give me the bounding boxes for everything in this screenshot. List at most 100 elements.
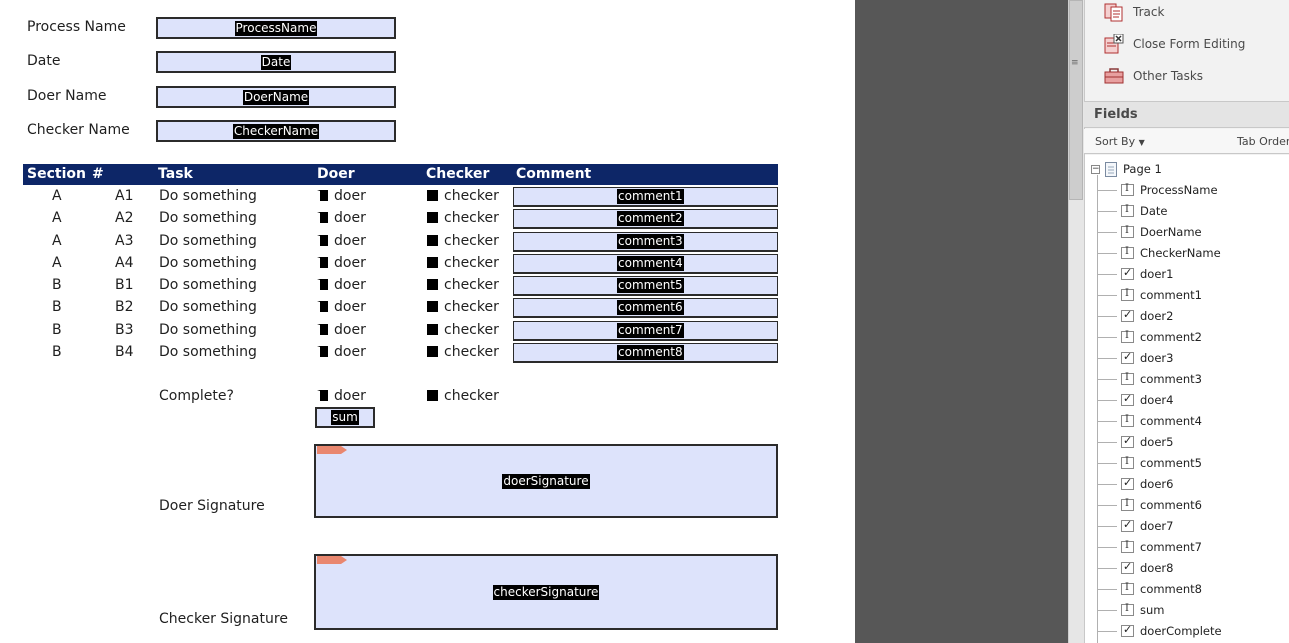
checker-complete-checkbox[interactable]: checker [427,388,499,404]
fields-toolbar [1084,129,1289,154]
comment-field[interactable]: comment7 [513,321,778,341]
checkbox-icon [427,190,438,201]
checker-checkbox[interactable]: checker [427,299,499,315]
process-name-field[interactable]: ProcessName [156,17,396,39]
scrollbar-thumb[interactable] [1069,0,1083,200]
tree-node-field[interactable]: DoerName [1121,223,1202,241]
close-form-editing-task[interactable]: Close Form Editing [1104,33,1245,55]
tree-node-field[interactable]: sum [1121,601,1164,619]
other-tasks-label: Other Tasks [1133,69,1204,83]
table-header: Section # Task Doer Checker Comment [23,164,778,185]
tree-node-field[interactable]: doer8 [1121,559,1173,577]
tree-node-label: doer4 [1140,393,1174,407]
comment-field[interactable]: comment5 [513,276,778,296]
sum-field[interactable]: sum [315,407,375,428]
tree-node-field[interactable]: doer2 [1121,307,1173,325]
tree-node-field[interactable]: doer3 [1121,349,1173,367]
text-field-icon [1121,246,1134,259]
doer-checkbox[interactable]: doer [317,322,366,338]
date-field[interactable]: Date [156,51,396,73]
comment-field[interactable]: comment2 [513,209,778,229]
tree-node-field[interactable]: doer1 [1121,265,1173,283]
tree-connector [1097,337,1117,338]
comment-field[interactable]: comment1 [513,187,778,207]
checkbox-icon [317,346,328,357]
doer-checkbox[interactable]: doer [317,255,366,271]
collapse-icon[interactable]: − [1091,163,1100,174]
sum-field-name: sum [331,410,359,425]
comment-field[interactable]: comment8 [513,343,778,363]
tree-node-page[interactable]: − Page 1 [1091,160,1162,178]
doer-checkbox[interactable]: doer [317,299,366,315]
comment-field[interactable]: comment4 [513,254,778,274]
tree-node-field[interactable]: comment2 [1121,328,1202,346]
doer-complete-checkbox[interactable]: doer [317,388,366,404]
tree-node-field[interactable]: doer4 [1121,391,1173,409]
tree-connector [1097,589,1117,590]
text-field-icon [1121,288,1134,301]
checker-checkbox[interactable]: checker [427,188,499,204]
checkbox-icon [427,346,438,357]
checker-checkbox[interactable]: checker [427,277,499,293]
doer-checkbox[interactable]: doer [317,233,366,249]
tree-node-label: doer7 [1140,519,1174,533]
checker-checkbox[interactable]: checker [427,233,499,249]
tree-node-field[interactable]: comment8 [1121,580,1202,598]
sort-by-dropdown[interactable]: Sort By ▼ [1095,135,1145,148]
checkbox-icon [317,279,328,290]
tree-node-label: doer3 [1140,351,1174,365]
tree-node-label: doer6 [1140,477,1174,491]
tree-node-field[interactable]: doer6 [1121,475,1173,493]
row-number: B3 [115,322,134,338]
tree-node-field[interactable]: CheckerName [1121,244,1221,262]
date-field-name: Date [260,54,292,70]
doer-checkbox[interactable]: doer [317,277,366,293]
tree-node-field[interactable]: doer7 [1121,517,1173,535]
close-form-editing-label: Close Form Editing [1133,37,1246,51]
tab-order-button[interactable]: Tab Order [1237,135,1289,148]
checker-checkbox[interactable]: checker [427,344,499,360]
doer-name-field[interactable]: DoerName [156,86,396,108]
tree-node-field[interactable]: ProcessName [1121,181,1218,199]
tree-node-field[interactable]: comment4 [1121,412,1202,430]
checker-checkbox[interactable]: checker [427,210,499,226]
checker-signature-field-name: checkerSignature [492,584,600,600]
header-section: Section [27,166,86,182]
tree-node-label: doerComplete [1140,624,1222,638]
checker-checkbox[interactable]: checker [427,322,499,338]
tree-node-label: Date [1140,204,1168,218]
doer-checkbox[interactable]: doer [317,210,366,226]
tree-node-field[interactable]: doerComplete [1121,622,1222,640]
checkbox-field-icon [1121,392,1134,406]
row-section: A [52,210,62,226]
track-task[interactable]: Track [1104,1,1164,23]
tree-node-field[interactable]: comment6 [1121,496,1202,514]
checkbox-icon [427,235,438,246]
comment-field[interactable]: comment3 [513,232,778,252]
checker-name-field[interactable]: CheckerName [156,120,396,142]
tree-node-label: CheckerName [1140,246,1221,260]
checker-checkbox[interactable]: checker [427,255,499,271]
fields-section-header[interactable] [1084,101,1289,128]
panel-resize-grip-icon[interactable]: ≡ [1071,58,1079,68]
row-task: Do something [159,188,257,204]
other-tasks-task[interactable]: Other Tasks [1104,65,1203,87]
tree-node-field[interactable]: Date [1121,202,1168,220]
tree-node-field[interactable]: comment5 [1121,454,1202,472]
comment-field[interactable]: comment6 [513,298,778,318]
tree-node-field[interactable]: comment3 [1121,370,1202,388]
tree-node-field[interactable]: doer5 [1121,433,1173,451]
checker-signature-field[interactable]: checkerSignature [314,554,778,630]
tree-node-field[interactable]: comment7 [1121,538,1202,556]
checker-complete-label: checker [444,388,499,404]
checker-name-label: Checker Name [27,122,130,138]
text-field-icon [1121,582,1134,595]
doer-checkbox[interactable]: doer [317,344,366,360]
doer-checkbox[interactable]: doer [317,188,366,204]
comment-field-name: comment7 [617,323,684,338]
tree-node-field[interactable]: comment1 [1121,286,1202,304]
doer-signature-field[interactable]: doerSignature [314,444,778,518]
checker-checkbox-label: checker [444,255,499,271]
row-number: B2 [115,299,134,315]
row-number: A3 [115,233,134,249]
